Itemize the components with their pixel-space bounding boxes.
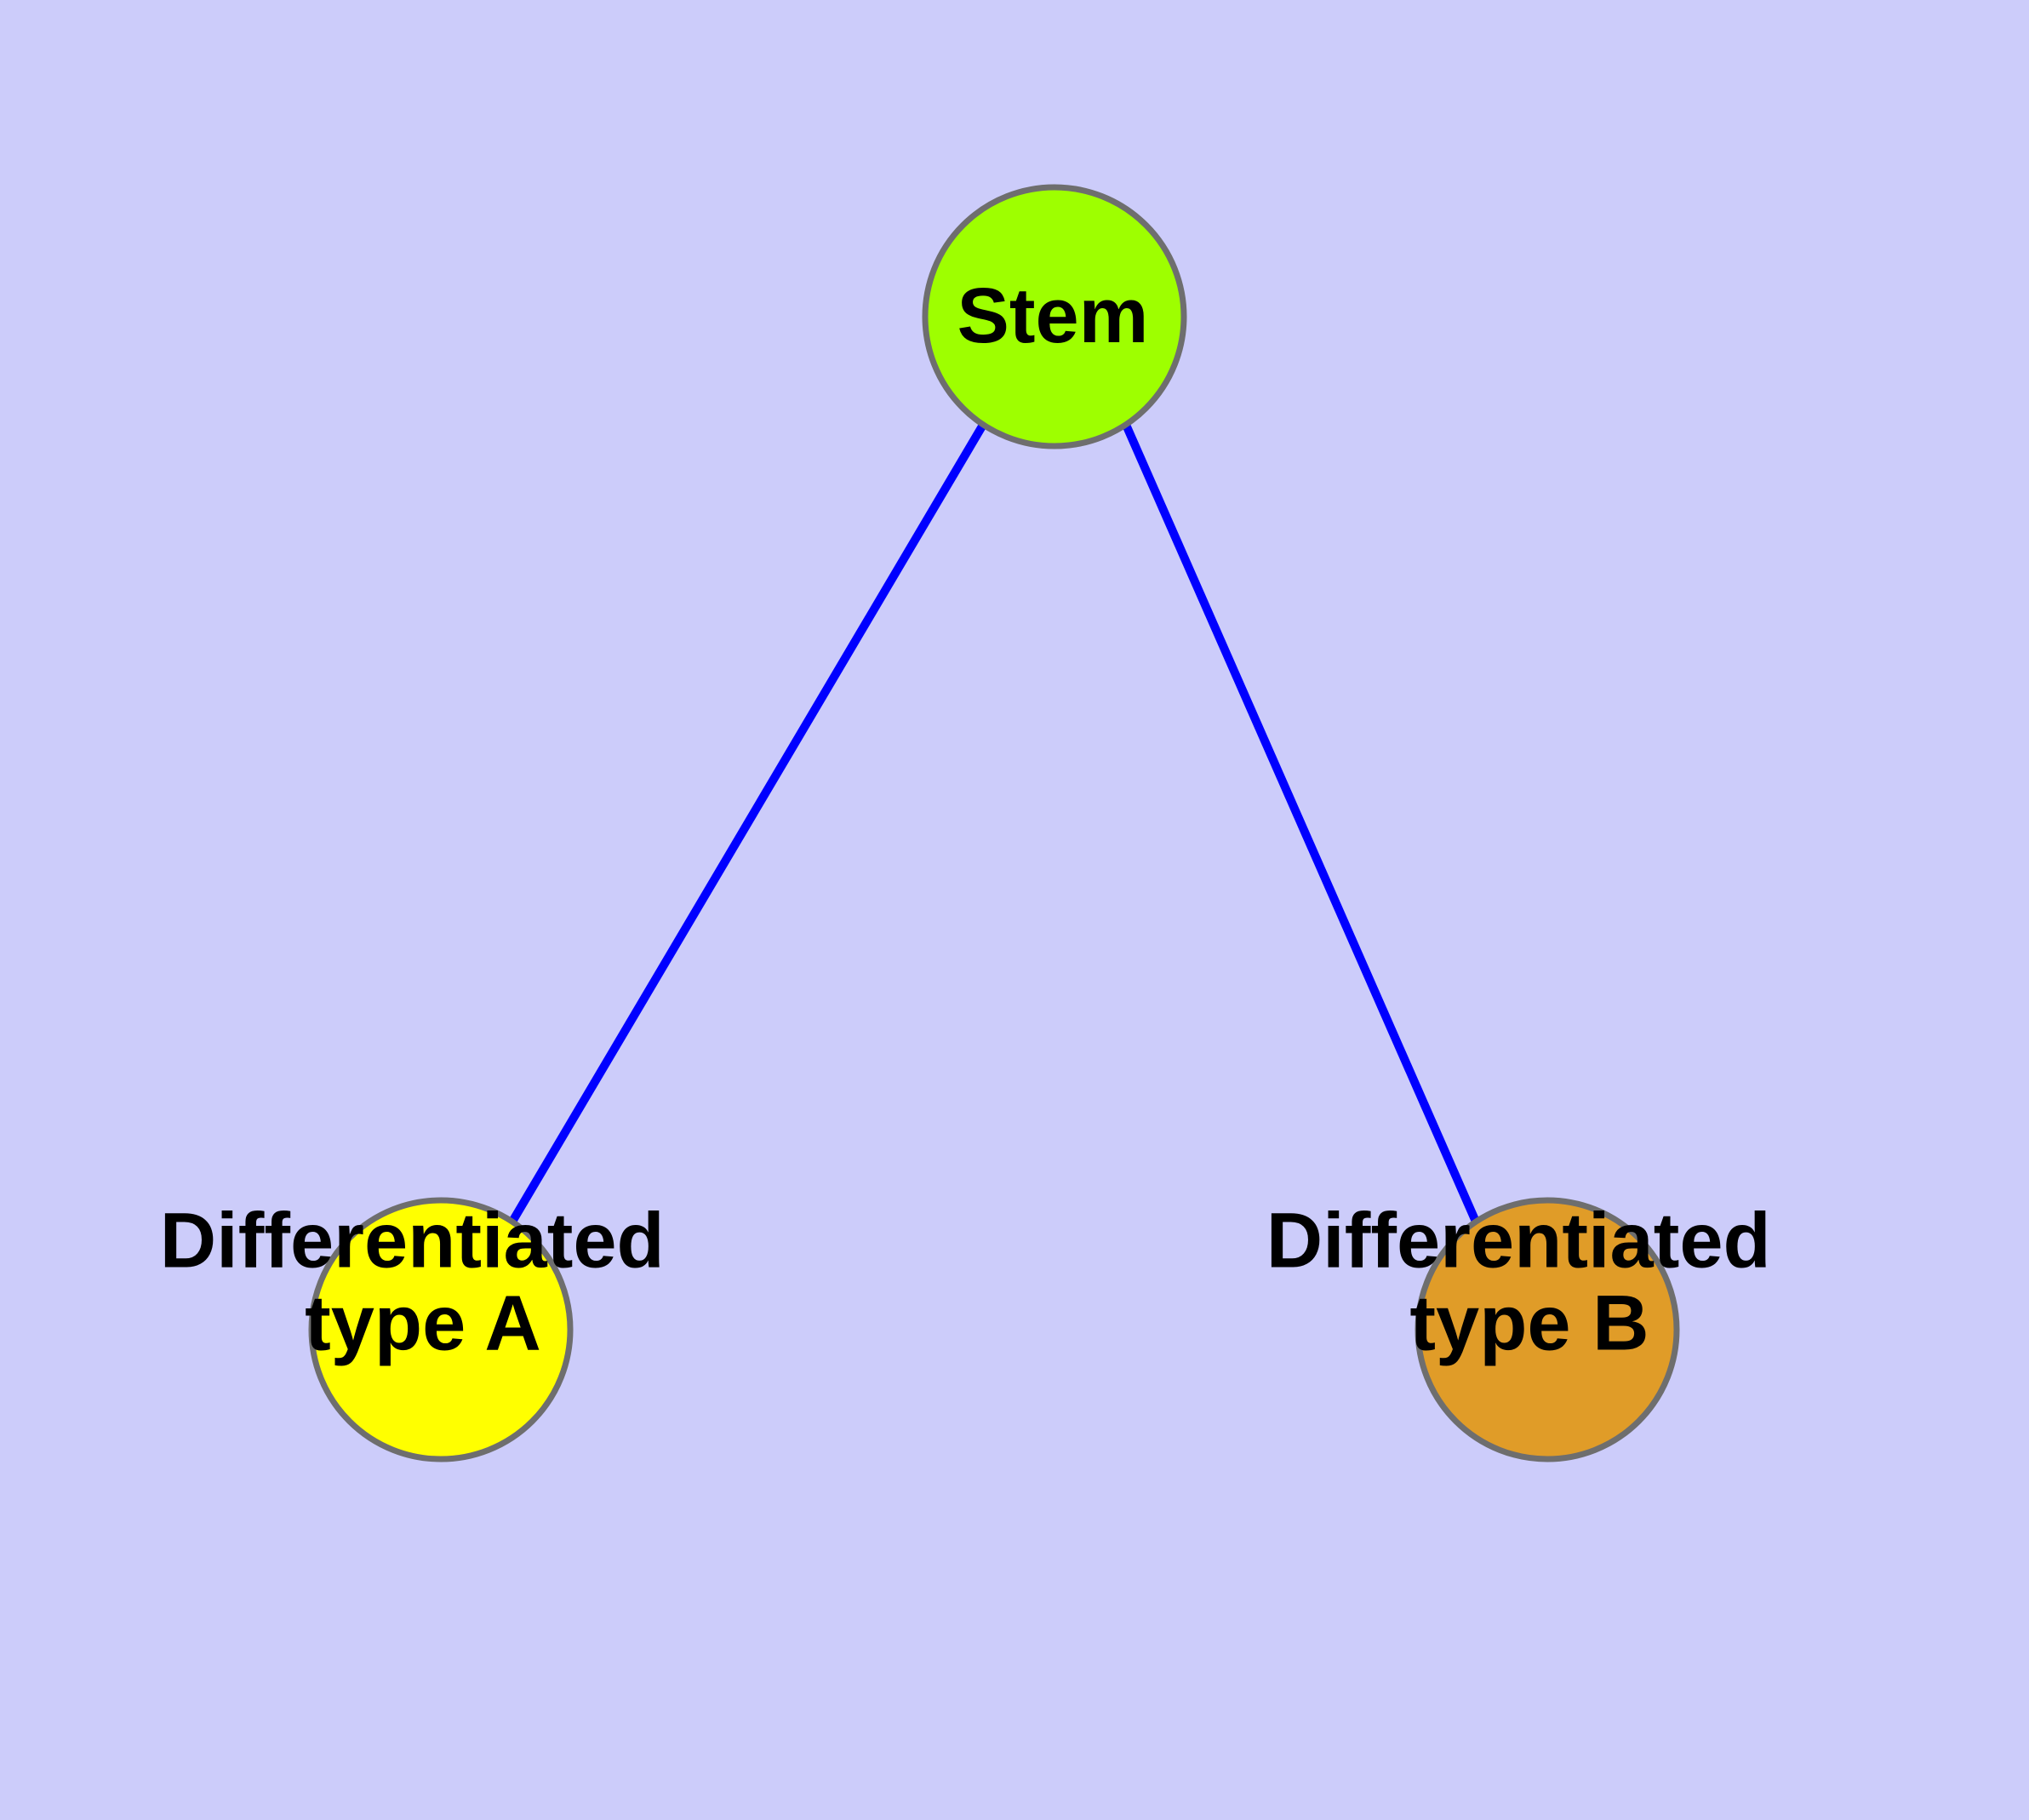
node-differentiated-type-a[interactable]: Differentiated type A (160, 1197, 687, 1462)
node-differentiated-type-a-label-line2: type A (305, 1280, 541, 1367)
node-differentiated-type-b-label: Differentiated type B (1266, 1198, 1793, 1367)
node-differentiated-type-b-label-line1: Differentiated (1266, 1198, 1771, 1285)
node-layer: Stem Differentiated type A Differentiate… (160, 184, 1793, 1462)
edge-stem-to-type-a[interactable] (508, 422, 987, 1224)
node-differentiated-type-b-label-line2: type B (1409, 1280, 1649, 1367)
node-differentiated-type-a-label-line1: Differentiated (160, 1198, 665, 1285)
edge-stem-to-type-b[interactable] (1122, 422, 1480, 1224)
node-stem-label: Stem (957, 272, 1149, 359)
node-stem[interactable]: Stem (922, 184, 1187, 449)
node-differentiated-type-b[interactable]: Differentiated type B (1266, 1197, 1793, 1462)
node-stem-circle[interactable] (922, 184, 1187, 449)
node-differentiated-type-a-circle[interactable] (308, 1197, 574, 1462)
node-stem-label-line1: Stem (957, 272, 1149, 359)
node-differentiated-type-b-circle[interactable] (1415, 1197, 1680, 1462)
node-differentiated-type-a-label: Differentiated type A (160, 1198, 687, 1367)
edge-layer (508, 422, 1480, 1224)
